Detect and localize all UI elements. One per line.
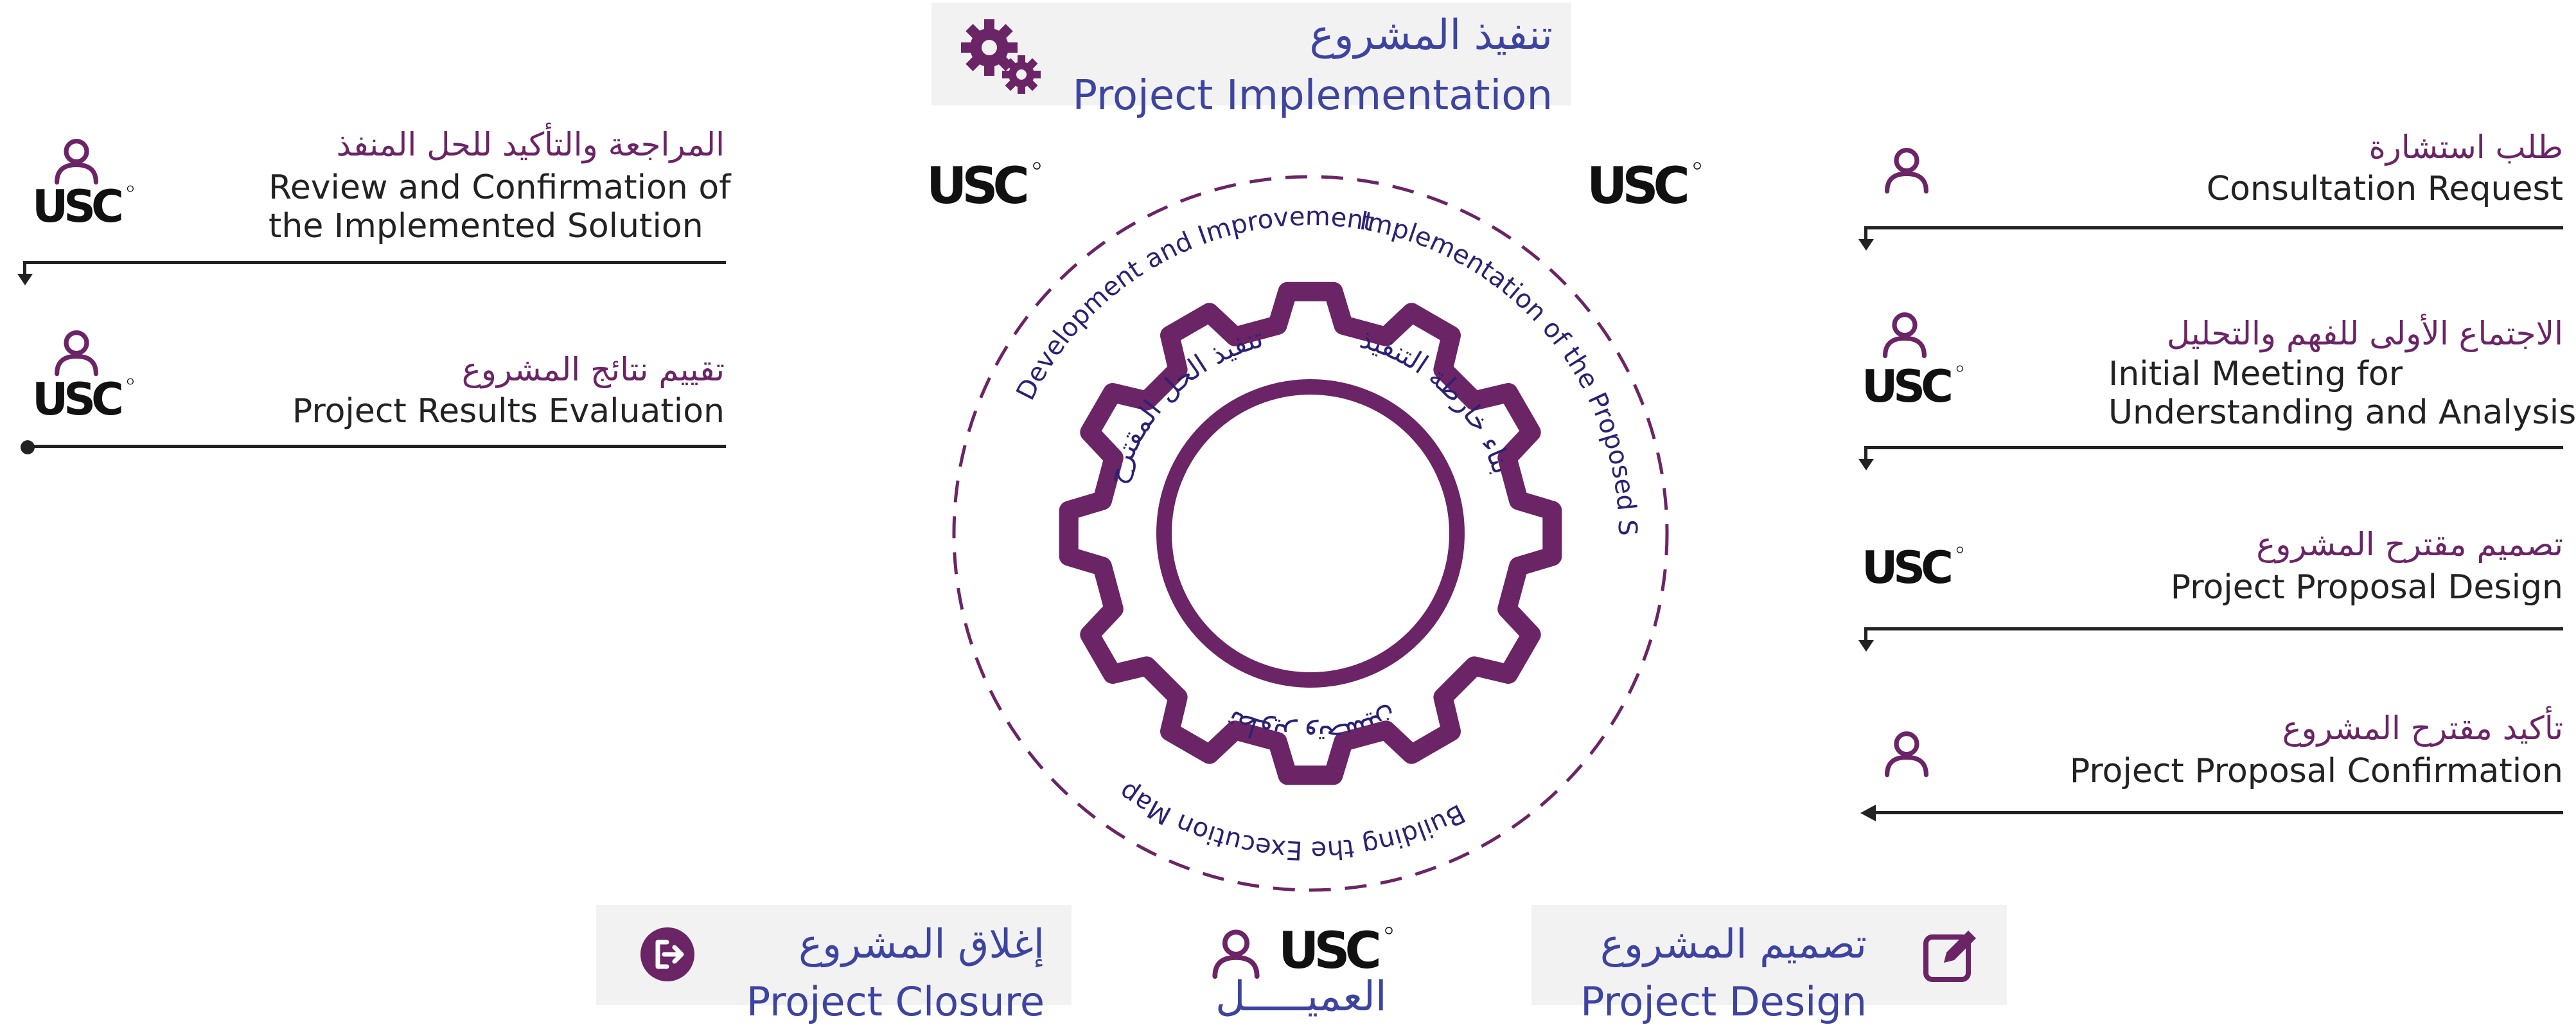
step-title-ar: تأكيد مقترح المشروع — [2282, 710, 2563, 747]
flow-arrow-down — [1858, 239, 1874, 251]
step-title-ar: الاجتماع الأولى للفهم والتحليل — [2166, 315, 2563, 352]
usc-logo — [1862, 545, 1964, 591]
ring-label-development: Development and Improvement — [1010, 202, 1376, 405]
step-title-en: Review and Confirmation of — [269, 168, 731, 207]
person-icon — [1879, 144, 1934, 195]
step-title-en: Initial Meeting for — [2108, 355, 2403, 393]
step-title-ar: المراجعة والتأكيد للحل المنفذ — [336, 126, 725, 163]
step-title-en: Project Results Evaluation — [292, 392, 725, 431]
gears-icon — [961, 19, 1041, 94]
flow-line-tick — [23, 261, 26, 274]
person-icon — [1877, 308, 1932, 360]
usc-logo — [1278, 925, 1394, 977]
flow-line — [23, 445, 726, 448]
step-title-ar: تقييم نتائج المشروع — [461, 351, 725, 388]
process-cycle-wheel: Development and Improvement Implementati… — [938, 161, 1669, 892]
phase-title-en: Project Closure — [746, 978, 1045, 1025]
person-icon — [49, 135, 104, 186]
flow-line — [1864, 627, 2563, 630]
ring-label-building: Building the Execution Map — [1114, 776, 1470, 865]
person-icon — [49, 326, 104, 378]
inner-solid-ring — [1156, 379, 1465, 688]
flow-arrow-down — [17, 274, 33, 285]
flow-arrow-down — [1858, 640, 1874, 652]
step-title-en: Consultation Request — [2206, 170, 2563, 208]
phase-panel-implementation — [931, 3, 1571, 105]
flow-arrow-down — [1858, 459, 1874, 470]
phase-title-ar: تصميم المشروع — [1600, 920, 1867, 967]
gear-shape — [1059, 281, 1562, 785]
usc-logo — [1862, 364, 1964, 410]
phase-title-ar: إغلاق المشروع — [798, 920, 1045, 967]
step-title-en: Project Proposal Confirmation — [2069, 752, 2563, 790]
flow-end-dot — [21, 440, 35, 454]
client-label: العميـــــل — [1215, 973, 1387, 1021]
person-icon — [1879, 728, 1934, 779]
flow-line-tick — [1864, 627, 1867, 640]
outer-dashed-ring — [952, 175, 1669, 892]
phase-title-en: Project Implementation — [1072, 72, 1553, 120]
step-title-ar: تصميم مقترح المشروع — [2256, 526, 2563, 563]
phase-title-en: Project Design — [1580, 978, 1867, 1025]
step-title-en: the Implemented Solution — [269, 207, 703, 246]
step-title-en: Understanding and Analysis — [2108, 393, 2576, 432]
flow-arrow-left — [1860, 805, 1876, 821]
flow-line — [1864, 226, 2563, 229]
edit-icon — [1923, 931, 1976, 982]
phase-title-ar: تنفيذ المشروع — [1309, 12, 1553, 59]
flow-line — [1876, 811, 2563, 814]
usc-logo — [32, 184, 135, 230]
flow-line — [1864, 446, 2563, 449]
step-title-en: Project Proposal Design — [2170, 568, 2563, 607]
usc-logo — [32, 377, 135, 423]
exit-icon — [640, 927, 694, 981]
flow-line — [23, 261, 726, 264]
flow-line-tick — [1864, 446, 1867, 459]
step-title-ar: طلب استشارة — [2369, 129, 2563, 166]
flow-line-tick — [1864, 226, 1867, 239]
